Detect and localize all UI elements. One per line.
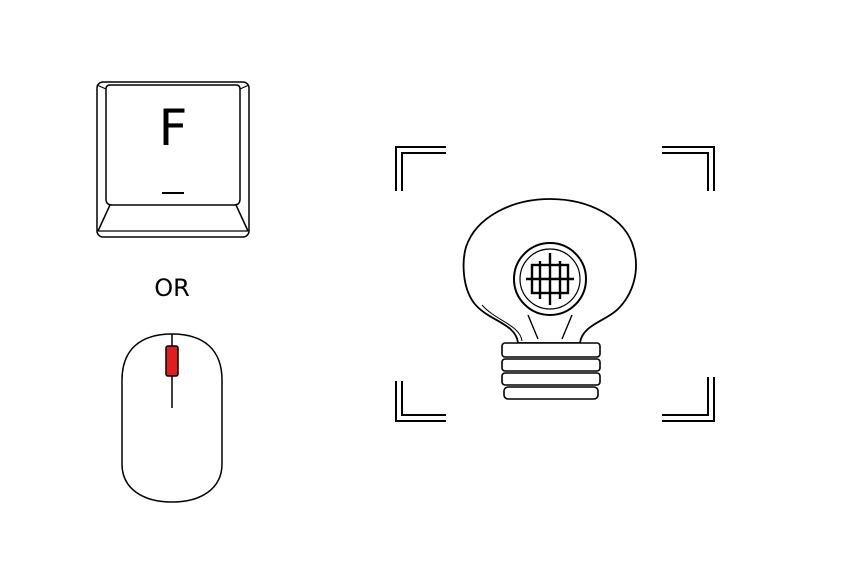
keyboard-key-icon: F xyxy=(96,81,250,238)
focus-brackets xyxy=(395,146,715,422)
mouse-icon xyxy=(118,332,226,504)
mouse-scroll-wheel-highlight xyxy=(165,345,179,377)
lightbulb-gear-icon xyxy=(392,143,718,425)
key-letter: F xyxy=(158,99,188,157)
or-separator-label: OR xyxy=(154,274,190,302)
